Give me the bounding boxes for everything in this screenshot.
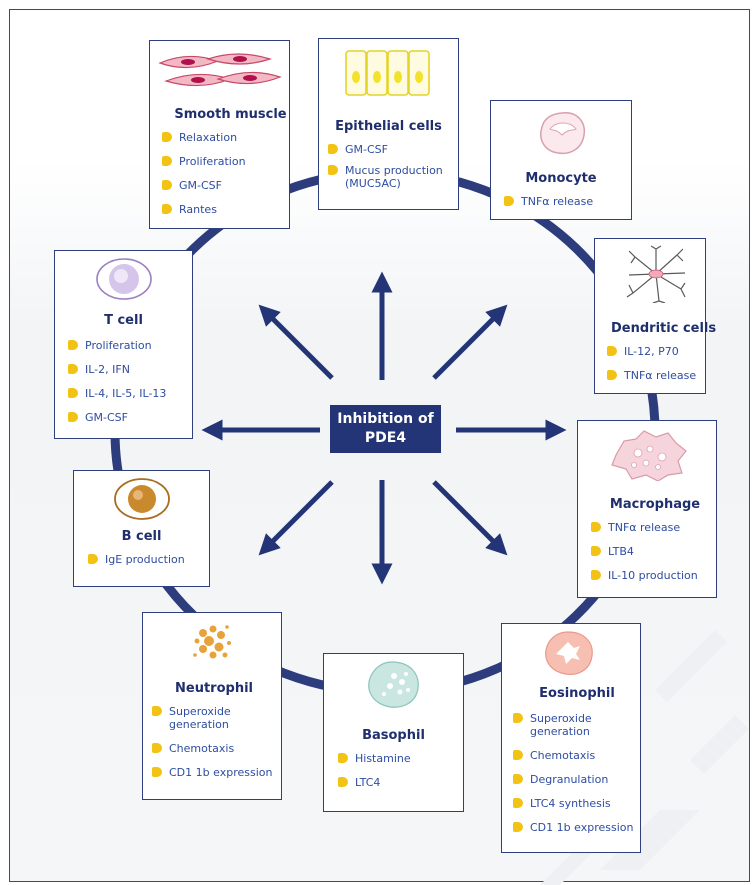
arrow-down-right bbox=[432, 480, 508, 556]
card-monocyte: Monocyte TNFα release bbox=[490, 100, 632, 220]
t-cell-list: Proliferation IL-2, IFN IL-4, IL-5, IL-1… bbox=[68, 339, 166, 435]
list-item: Histamine bbox=[338, 752, 411, 765]
list-item: Mucus production (MUC5AC) bbox=[328, 164, 454, 190]
basophil-title: Basophil bbox=[362, 728, 425, 743]
list-item: Proliferation bbox=[68, 339, 166, 352]
list-item: Superoxide generation bbox=[513, 712, 620, 738]
macrophage-icon bbox=[611, 430, 687, 481]
arrow-up-right bbox=[432, 304, 508, 380]
b-cell-title: B cell bbox=[121, 529, 162, 544]
monocyte-title: Monocyte bbox=[525, 171, 597, 186]
list-item: IL-10 production bbox=[591, 569, 698, 582]
list-item: IgE production bbox=[88, 553, 185, 566]
list-item: IL-2, IFN bbox=[68, 363, 166, 376]
smooth-muscle-cells-icon bbox=[158, 53, 282, 87]
list-item: Degranulation bbox=[513, 773, 638, 786]
list-item: Superoxide generation bbox=[152, 705, 259, 731]
list-item: LTC4 bbox=[338, 776, 411, 789]
center-line2: PDE4 bbox=[364, 430, 407, 446]
list-item: GM-CSF bbox=[328, 143, 454, 156]
card-epithelial-cells: Epithelial cells GM-CSF Mucus production… bbox=[318, 38, 459, 210]
list-item: TNFα release bbox=[504, 195, 593, 208]
list-item: Chemotaxis bbox=[152, 742, 280, 755]
macrophage-title: Macrophage bbox=[609, 497, 701, 512]
list-item: Chemotaxis bbox=[513, 749, 638, 762]
b-cell-list: IgE production bbox=[88, 553, 185, 577]
neutrophil-list: Superoxide generation Chemotaxis CD1 1b … bbox=[152, 705, 280, 790]
dendritic-title: Dendritic cells bbox=[611, 321, 717, 336]
card-eosinophil: Eosinophil Superoxide generation Chemota… bbox=[501, 623, 641, 853]
epithelial-list: GM-CSF Mucus production (MUC5AC) bbox=[328, 143, 454, 201]
list-item: CD1 1b expression bbox=[513, 821, 638, 834]
list-item: Proliferation bbox=[162, 155, 246, 168]
list-item: LTC4 synthesis bbox=[513, 797, 638, 810]
list-item: IL-12, P70 bbox=[607, 345, 696, 358]
monocyte-list: TNFα release bbox=[504, 195, 593, 219]
center-line1: Inhibition of bbox=[337, 411, 434, 427]
t-cell-title: T cell bbox=[104, 313, 143, 328]
card-macrophage: Macrophage TNFα release LTB4 IL-10 produ… bbox=[577, 420, 717, 598]
card-t-cell: T cell Proliferation IL-2, IFN IL-4, IL-… bbox=[54, 250, 193, 439]
card-dendritic-cells: Dendritic cells IL-12, P70 TNFα release bbox=[594, 238, 717, 394]
list-item: CD1 1b expression bbox=[152, 766, 280, 779]
list-item: IL-4, IL-5, IL-13 bbox=[68, 387, 166, 400]
card-smooth-muscle: Smooth muscle Relaxation Proliferation G… bbox=[149, 40, 290, 229]
t-cell-icon bbox=[96, 258, 152, 300]
center-label: Inhibition of PDE4 bbox=[330, 405, 441, 453]
basophil-list: Histamine LTC4 bbox=[338, 752, 411, 800]
smooth-muscle-list: Relaxation Proliferation GM-CSF Rantes bbox=[162, 131, 246, 227]
smooth-muscle-title: Smooth muscle bbox=[174, 107, 287, 122]
card-b-cell: B cell IgE production bbox=[73, 470, 210, 587]
arrow-down-left bbox=[258, 480, 334, 556]
list-item: TNFα release bbox=[607, 369, 696, 382]
list-item: GM-CSF bbox=[68, 411, 166, 424]
epithelial-title: Epithelial cells bbox=[335, 119, 442, 134]
eosinophil-icon bbox=[545, 631, 593, 675]
neutrophil-title: Neutrophil bbox=[175, 681, 253, 696]
list-item: Rantes bbox=[162, 203, 246, 216]
dendritic-cell-icon bbox=[626, 245, 686, 303]
arrow-up-left bbox=[258, 304, 334, 380]
monocyte-icon bbox=[540, 112, 586, 155]
list-item: TNFα release bbox=[591, 521, 698, 534]
list-item: Relaxation bbox=[162, 131, 246, 144]
b-cell-icon bbox=[114, 478, 170, 520]
basophil-icon bbox=[368, 661, 419, 708]
card-neutrophil: Neutrophil Superoxide generation Chemota… bbox=[142, 612, 282, 800]
card-basophil: Basophil Histamine LTC4 bbox=[323, 653, 464, 812]
eosinophil-list: Superoxide generation Chemotaxis Degranu… bbox=[513, 712, 638, 845]
list-item: LTB4 bbox=[591, 545, 698, 558]
neutrophil-icon bbox=[193, 625, 231, 659]
epithelial-cells-icon bbox=[345, 50, 430, 96]
macrophage-list: TNFα release LTB4 IL-10 production bbox=[591, 521, 698, 593]
eosinophil-title: Eosinophil bbox=[539, 686, 615, 701]
dendritic-list: IL-12, P70 TNFα release bbox=[607, 345, 696, 393]
list-item: GM-CSF bbox=[162, 179, 246, 192]
